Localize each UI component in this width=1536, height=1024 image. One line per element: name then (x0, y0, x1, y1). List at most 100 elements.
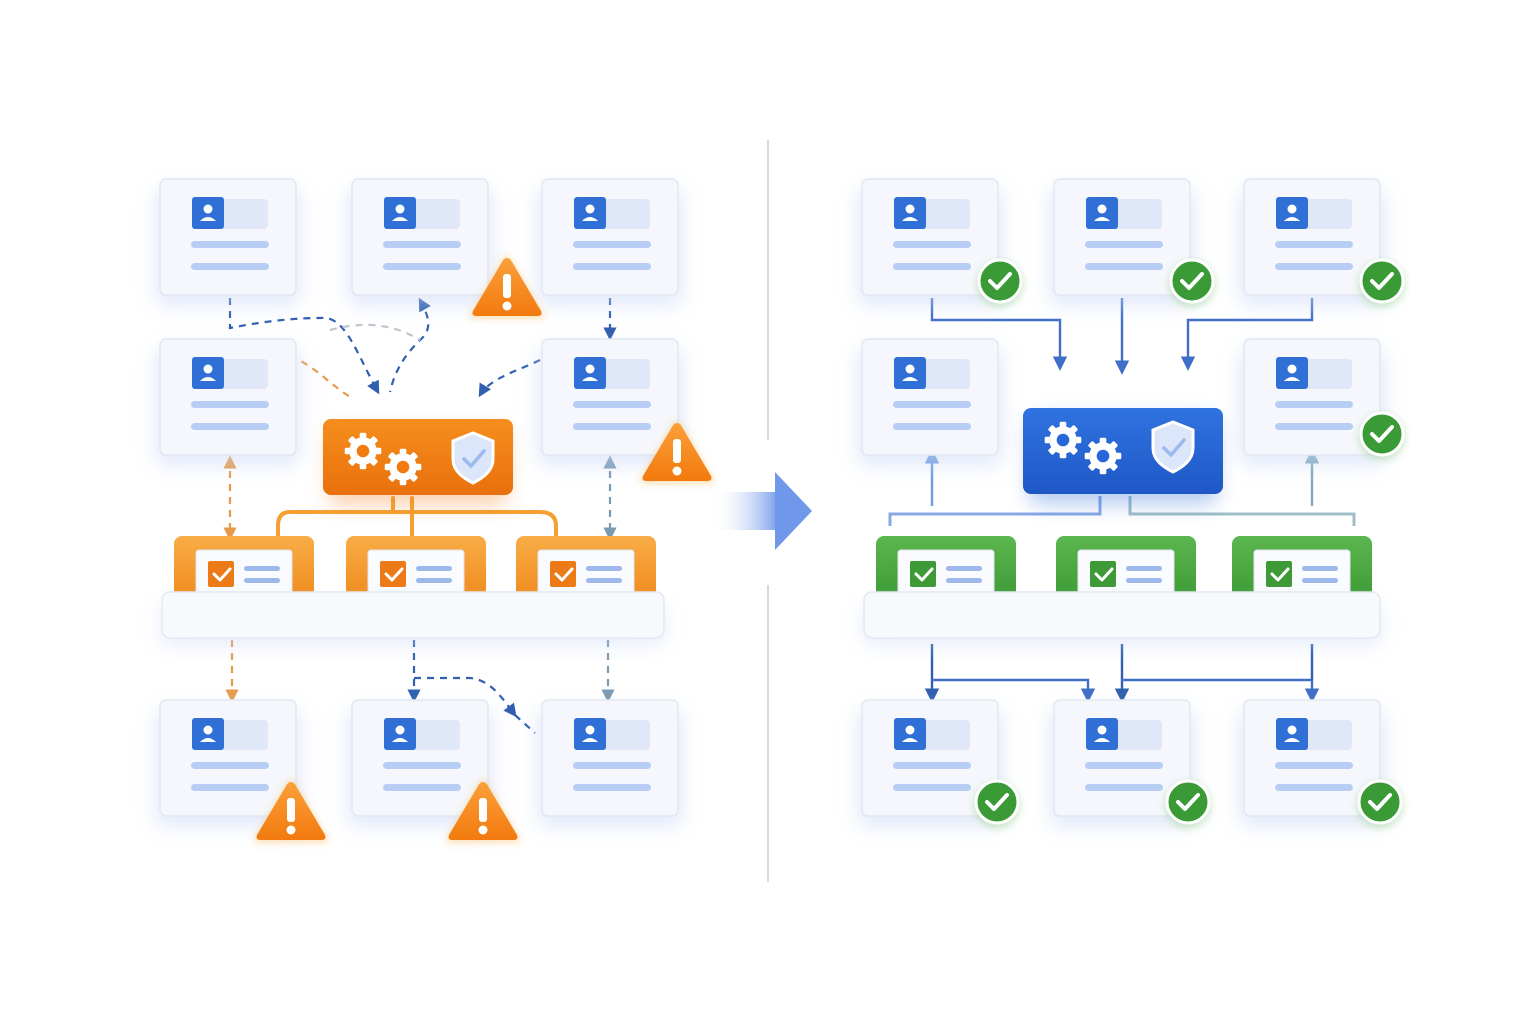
before-record-card (538, 178, 682, 305)
text-line-placeholder (1275, 762, 1353, 769)
text-line-placeholder (1275, 241, 1353, 248)
text-line-placeholder (893, 762, 971, 769)
gear-icon (1044, 421, 1082, 459)
module-rows (161, 536, 1381, 644)
check-circle-icon (1169, 258, 1215, 307)
user-avatar-icon (384, 197, 460, 229)
text-line-placeholder (893, 401, 971, 408)
text-line-placeholder (383, 762, 461, 769)
text-line-placeholder (1275, 423, 1353, 430)
text-line-placeholder (383, 784, 461, 791)
status-badges (253, 254, 1405, 842)
user-avatar-icon (1086, 718, 1162, 750)
checkbox-icon (550, 561, 576, 587)
after-engine (1023, 408, 1223, 504)
text-line-placeholder (191, 762, 269, 769)
after-platform (863, 591, 1381, 644)
text-line-placeholder (573, 401, 651, 408)
after-module (1232, 536, 1372, 600)
after-record-card (1240, 178, 1384, 305)
checkbox-icon (910, 561, 936, 587)
before-platform (161, 591, 665, 644)
after-connectors (888, 298, 1356, 703)
user-avatar-icon (192, 357, 268, 389)
text-line-placeholder (893, 784, 971, 791)
text-line-placeholder (893, 263, 971, 270)
gear-icon (1084, 437, 1122, 475)
before-record-card (156, 178, 300, 305)
after-module (1056, 536, 1196, 600)
check-circle-icon (1165, 779, 1211, 828)
shield-check-icon (1151, 420, 1195, 474)
text-line-placeholder (191, 423, 269, 430)
text-line-placeholder (1085, 784, 1163, 791)
check-circle-icon (1357, 779, 1403, 828)
before-record-card (156, 699, 300, 826)
user-avatar-icon (192, 718, 268, 750)
shield-check-icon (451, 431, 495, 485)
text-line-placeholder (1085, 241, 1163, 248)
user-avatar-icon (192, 197, 268, 229)
user-avatar-icon (894, 197, 970, 229)
after-record-card (858, 178, 1002, 305)
after-record-card (1240, 338, 1384, 465)
check-circle-icon (974, 779, 1020, 828)
warning-icon (639, 419, 715, 483)
before-record-card (348, 178, 492, 305)
user-avatar-icon (384, 718, 460, 750)
after-record-card (1050, 178, 1194, 305)
text-line-placeholder (893, 241, 971, 248)
checkbox-icon (380, 561, 406, 587)
user-avatar-icon (574, 718, 650, 750)
user-avatar-icon (1276, 357, 1352, 389)
warning-icon (469, 254, 545, 318)
checkbox-icon (1266, 561, 1292, 587)
after-record-card (1050, 699, 1194, 826)
user-avatar-icon (574, 197, 650, 229)
text-line-placeholder (191, 784, 269, 791)
before-record-card (156, 338, 300, 465)
after-record-card (1240, 699, 1384, 826)
user-avatar-icon (1276, 197, 1352, 229)
check-circle-icon (1359, 411, 1405, 460)
record-cards (156, 178, 1384, 826)
user-avatar-icon (894, 718, 970, 750)
check-circle-icon (977, 258, 1023, 307)
text-line-placeholder (191, 401, 269, 408)
text-line-placeholder (1275, 263, 1353, 270)
text-line-placeholder (1085, 263, 1163, 270)
text-line-placeholder (1275, 784, 1353, 791)
user-avatar-icon (894, 357, 970, 389)
after-record-card (858, 338, 1002, 465)
text-line-placeholder (893, 423, 971, 430)
before-engine (323, 419, 513, 505)
before-module (346, 536, 486, 600)
text-line-placeholder (191, 241, 269, 248)
gears-icon (344, 432, 422, 486)
engines (323, 408, 1223, 505)
text-line-placeholder (1085, 762, 1163, 769)
after-module (876, 536, 1016, 600)
before-record-card (538, 338, 682, 465)
gears-icon (1044, 421, 1122, 475)
arrow-right-icon (712, 472, 812, 550)
text-line-placeholder (1275, 401, 1353, 408)
warning-icon (445, 778, 521, 842)
text-line-placeholder (191, 263, 269, 270)
check-circle-icon (1359, 258, 1405, 307)
after-record-card (858, 699, 1002, 826)
text-line-placeholder (573, 241, 651, 248)
text-line-placeholder (573, 762, 651, 769)
text-line-placeholder (573, 423, 651, 430)
checkbox-icon (208, 561, 234, 587)
text-line-placeholder (573, 263, 651, 270)
text-line-placeholder (573, 784, 651, 791)
before-module (174, 536, 314, 600)
user-avatar-icon (1086, 197, 1162, 229)
gear-icon (344, 432, 382, 470)
checkbox-icon (1090, 561, 1116, 587)
warning-icon (253, 778, 329, 842)
text-line-placeholder (383, 241, 461, 248)
gear-icon (384, 448, 422, 486)
